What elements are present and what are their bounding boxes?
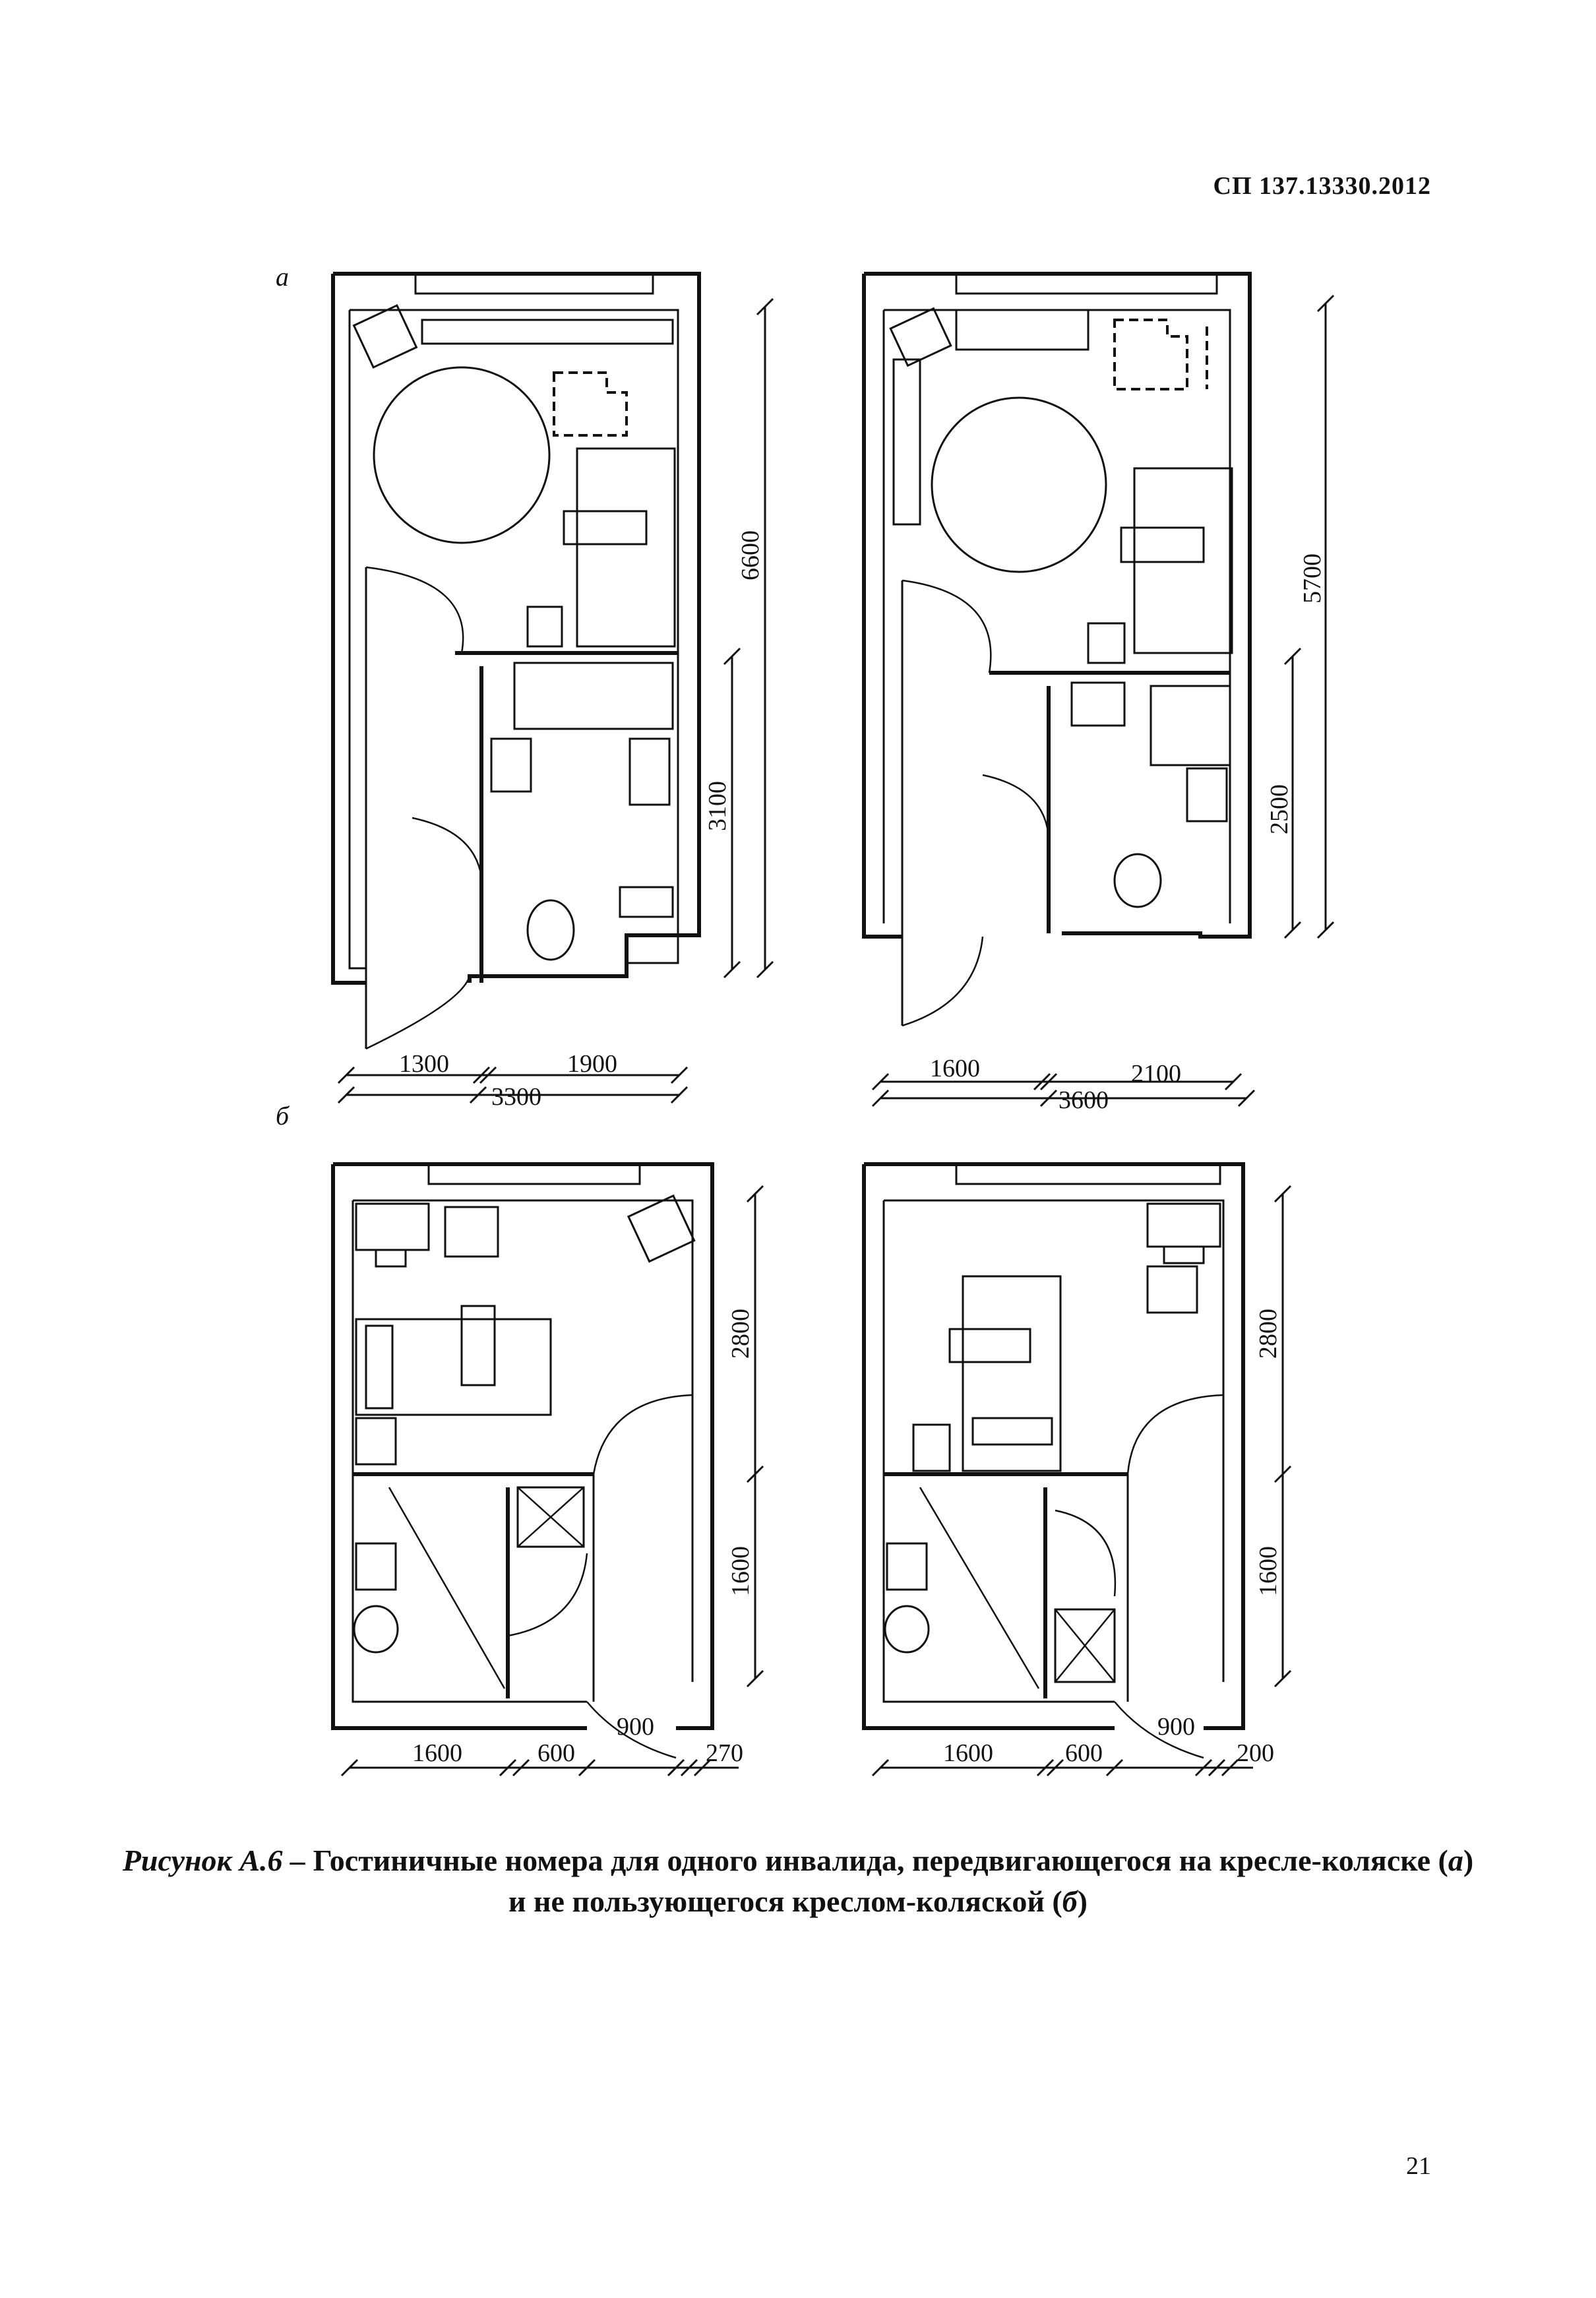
plan-b2-toilet — [884, 1605, 930, 1654]
plan-a2-armchair — [889, 307, 952, 367]
plan-b1-dim-shower-width: 600 — [537, 1739, 575, 1767]
plan-a2-dim-right-width: 2100 — [1131, 1060, 1181, 1088]
caption-letter-a: а — [1448, 1844, 1463, 1877]
plan-b2-left-wall — [862, 1164, 1115, 1730]
plan-b2-entry-door — [1114, 1701, 1204, 1759]
plan-a1-shelf — [619, 886, 674, 918]
plan-b1-desk — [355, 1202, 430, 1251]
plan-a1-bed-pillow — [563, 510, 648, 545]
plan-a1-toilet — [526, 899, 575, 961]
plan-a2-window — [955, 272, 1218, 295]
panel-label-a: а — [276, 262, 289, 292]
plan-a2-grab-rail — [1186, 767, 1228, 823]
plan-a2: 5700 2500 1600 2100 3600 — [862, 272, 1335, 1114]
page-number: 21 — [1406, 2152, 1431, 2180]
plan-b2-dim-bath-width: 1600 — [943, 1739, 993, 1767]
plan-a1-bed — [576, 447, 676, 648]
plan-a1: 6600 3100 1300 1900 3300 — [331, 272, 774, 1111]
plan-a1-desk — [421, 319, 674, 345]
plan-b2-shower — [1054, 1608, 1116, 1683]
plan-a2-bath-door — [982, 774, 1050, 838]
plan-a2-entry-door — [902, 936, 984, 1027]
plan-a1-dim-total-height: 6600 — [737, 530, 764, 580]
plan-a2-toilet — [1113, 853, 1162, 908]
plan-b2-bed-pillow — [948, 1328, 1031, 1363]
caption-text-3: ) — [1077, 1884, 1088, 1918]
plan-a2-turning-circle — [931, 396, 1107, 573]
plan-b1: 2800 1600 1600 600 900 270 — [331, 1162, 764, 1777]
plan-b1-bath-door — [507, 1553, 588, 1637]
plan-b2-dim-wall-width: 200 — [1237, 1739, 1274, 1767]
plan-b2-sink — [886, 1542, 928, 1591]
plan-a2-dim-bath-height: 2500 — [1266, 784, 1293, 834]
caption-letter-b: б — [1062, 1884, 1078, 1918]
plan-a2-sink — [1070, 681, 1126, 727]
caption-text-2: ) и не пользующегося креслом-коляской ( — [508, 1844, 1474, 1918]
plan-b1-dim-room-height: 2800 — [727, 1309, 754, 1359]
caption-lead: Рисунок А.6 – — [122, 1844, 306, 1877]
plan-b2-bath-door — [1055, 1509, 1117, 1597]
plan-b1-dim-door-width: 900 — [617, 1713, 654, 1741]
plan-b2-bed — [962, 1275, 1062, 1472]
plan-b1-entry-door — [586, 1701, 677, 1759]
plan-b1-sink — [355, 1542, 397, 1591]
plan-b1-toilet — [353, 1605, 399, 1654]
plan-b1-window — [427, 1163, 641, 1185]
plan-a2-desk — [892, 358, 921, 526]
plan-a1-sink — [629, 737, 671, 806]
plan-a1-turning-circle — [373, 366, 551, 544]
plan-a1-outer-wall — [333, 272, 701, 983]
plan-a1-window — [414, 272, 654, 295]
plan-a2-dim-total-height: 5700 — [1299, 553, 1326, 604]
plan-b1-bed — [355, 1318, 552, 1416]
plan-b1-shower — [516, 1486, 585, 1548]
plan-b2-dim-bath-height: 1600 — [1254, 1546, 1282, 1596]
plan-a1-dim-right-width: 1900 — [567, 1050, 617, 1078]
plan-b2-outer-wall — [864, 1162, 1245, 1730]
plan-a1-dim-total-width: 3300 — [491, 1083, 541, 1111]
plan-a2-nightstand — [1087, 622, 1126, 664]
plan-a1-nightstand — [526, 606, 563, 648]
plan-a1-dim-left-width: 1300 — [399, 1050, 449, 1078]
plan-b1-dim-bath-width: 1600 — [412, 1739, 462, 1767]
plan-a2-left-wall — [862, 274, 902, 939]
plan-b1-nightstand — [355, 1417, 397, 1466]
plan-b1-armchair — [627, 1194, 696, 1263]
plan-a1-dim-bath-height: 3100 — [704, 781, 731, 831]
plan-b1-chair — [444, 1206, 499, 1258]
plan-a1-wardrobe — [553, 371, 628, 437]
plan-a1-left-wall — [331, 274, 366, 985]
plan-a1-armchair — [352, 304, 418, 369]
plan-b1-outer-wall — [333, 1162, 714, 1730]
plan-a2-bed — [1133, 467, 1233, 654]
plan-b2-nightstand — [912, 1423, 951, 1472]
plan-a1-bath-door — [412, 817, 483, 878]
plan-b2-dim-door-width: 900 — [1157, 1713, 1195, 1741]
plan-b2-dim-shower-width: 600 — [1065, 1739, 1103, 1767]
plan-b1-bed-pillow — [460, 1305, 496, 1386]
plan-b1-left-wall — [331, 1164, 587, 1730]
plan-a1-grab-rail — [490, 737, 532, 793]
plan-a2-bed-pillow — [1120, 526, 1205, 563]
plan-b2: 2800 1600 1600 600 900 200 — [862, 1162, 1292, 1777]
plan-b2-desk — [1146, 1202, 1221, 1248]
plan-b1-dim-wall-width: 270 — [706, 1739, 743, 1767]
plan-a2-wardrobe — [1113, 319, 1188, 390]
plan-b2-dim-room-height: 2800 — [1254, 1309, 1282, 1359]
plan-b2-window — [955, 1163, 1221, 1185]
plan-b1-dim-bath-height: 1600 — [727, 1546, 754, 1596]
caption-text-1: Гостиничные номера для одного инвалида, … — [313, 1844, 1448, 1877]
document-code: СП 137.13330.2012 — [1213, 172, 1431, 200]
plan-b2-chair — [1146, 1265, 1198, 1314]
plan-a2-dim-total-width: 3600 — [1059, 1086, 1109, 1114]
plan-a1-bathtub — [513, 662, 674, 730]
plan-a2-shower — [1150, 685, 1231, 766]
plan-a2-dim-left-width: 1600 — [930, 1055, 980, 1082]
plan-a1-entry-door — [365, 976, 471, 1050]
plan-a2-outer-wall — [864, 272, 1252, 939]
panel-label-b: б — [276, 1101, 290, 1131]
figure-caption: Рисунок А.6 – Гостиничные номера для одн… — [119, 1840, 1477, 1922]
